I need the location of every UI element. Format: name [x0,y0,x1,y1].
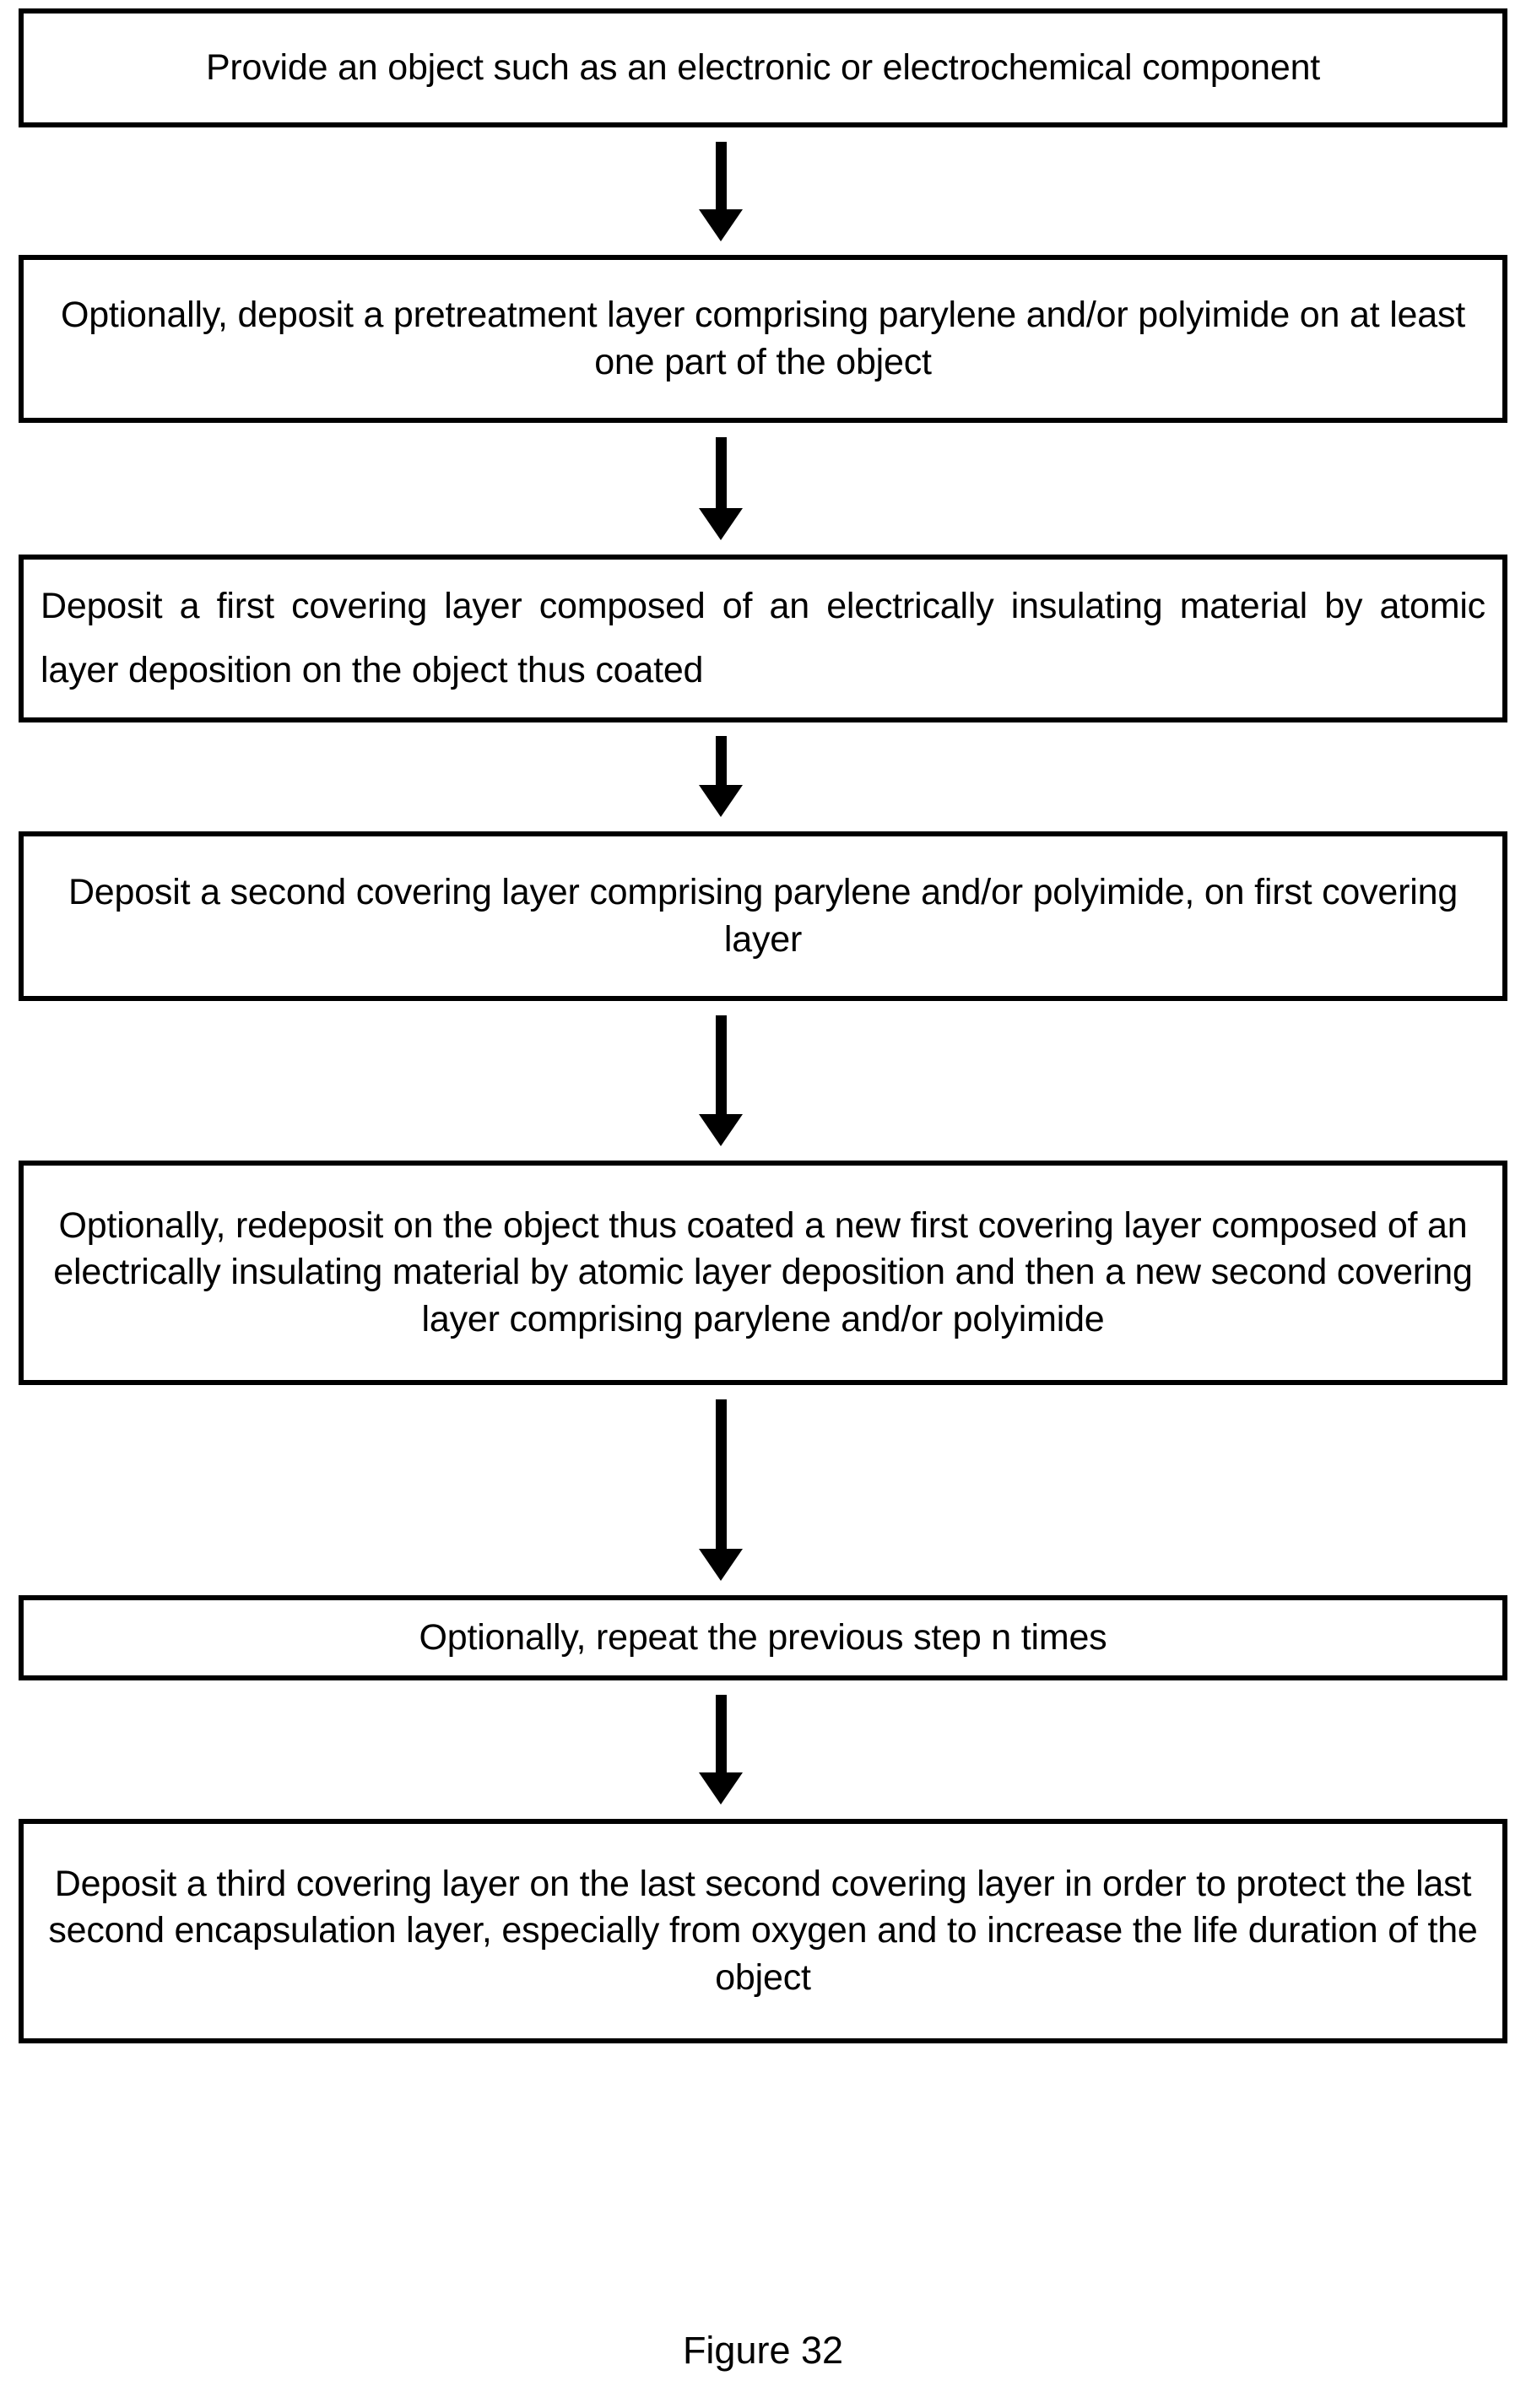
arrow-head [699,1114,743,1146]
down-arrow-icon-5 [695,1399,746,1581]
down-arrow-icon-4 [695,1015,746,1146]
flowchart-step-1-label: Provide an object such as an electronic … [205,46,1321,88]
arrow-head [699,508,743,540]
arrow-shaft [716,1015,727,1114]
arrow-head [699,209,743,241]
arrow-shaft [716,437,727,508]
arrow-shaft [716,1399,727,1549]
down-arrow-icon-3 [695,736,746,817]
flowchart-step-3: Deposit a first covering layer composed … [19,555,1507,722]
arrow-head [699,1772,743,1805]
arrow-shaft [716,736,727,785]
arrow-shaft [716,142,727,209]
flowchart-step-7-label: Deposit a third covering layer on the la… [48,1864,1478,1998]
flowchart-step-5: Optionally, redeposit on the object thus… [19,1161,1507,1385]
flowchart-step-7: Deposit a third covering layer on the la… [19,1819,1507,2043]
flowchart-step-4: Deposit a second covering layer comprisi… [19,831,1507,1001]
flowchart-step-2-label: Optionally, deposit a pretreatment layer… [60,295,1466,382]
down-arrow-icon-6 [695,1695,746,1805]
flowchart-step-5-label: Optionally, redeposit on the object thus… [53,1205,1473,1339]
arrow-head [699,1549,743,1581]
flowchart-step-4-label: Deposit a second covering layer comprisi… [68,872,1458,960]
flowchart-step-2: Optionally, deposit a pretreatment layer… [19,255,1507,423]
flowchart-step-6-label: Optionally, repeat the previous step n t… [419,1616,1107,1658]
down-arrow-icon-2 [695,437,746,540]
flowchart-step-6: Optionally, repeat the previous step n t… [19,1595,1507,1680]
flowchart-step-1: Provide an object such as an electronic … [19,8,1507,127]
arrow-head [699,785,743,817]
figure-caption: Figure 32 [682,2329,844,2372]
flowchart-step-3-label: Deposit a first covering layer composed … [41,586,1485,690]
arrow-shaft [716,1695,727,1772]
down-arrow-icon-1 [695,142,746,241]
